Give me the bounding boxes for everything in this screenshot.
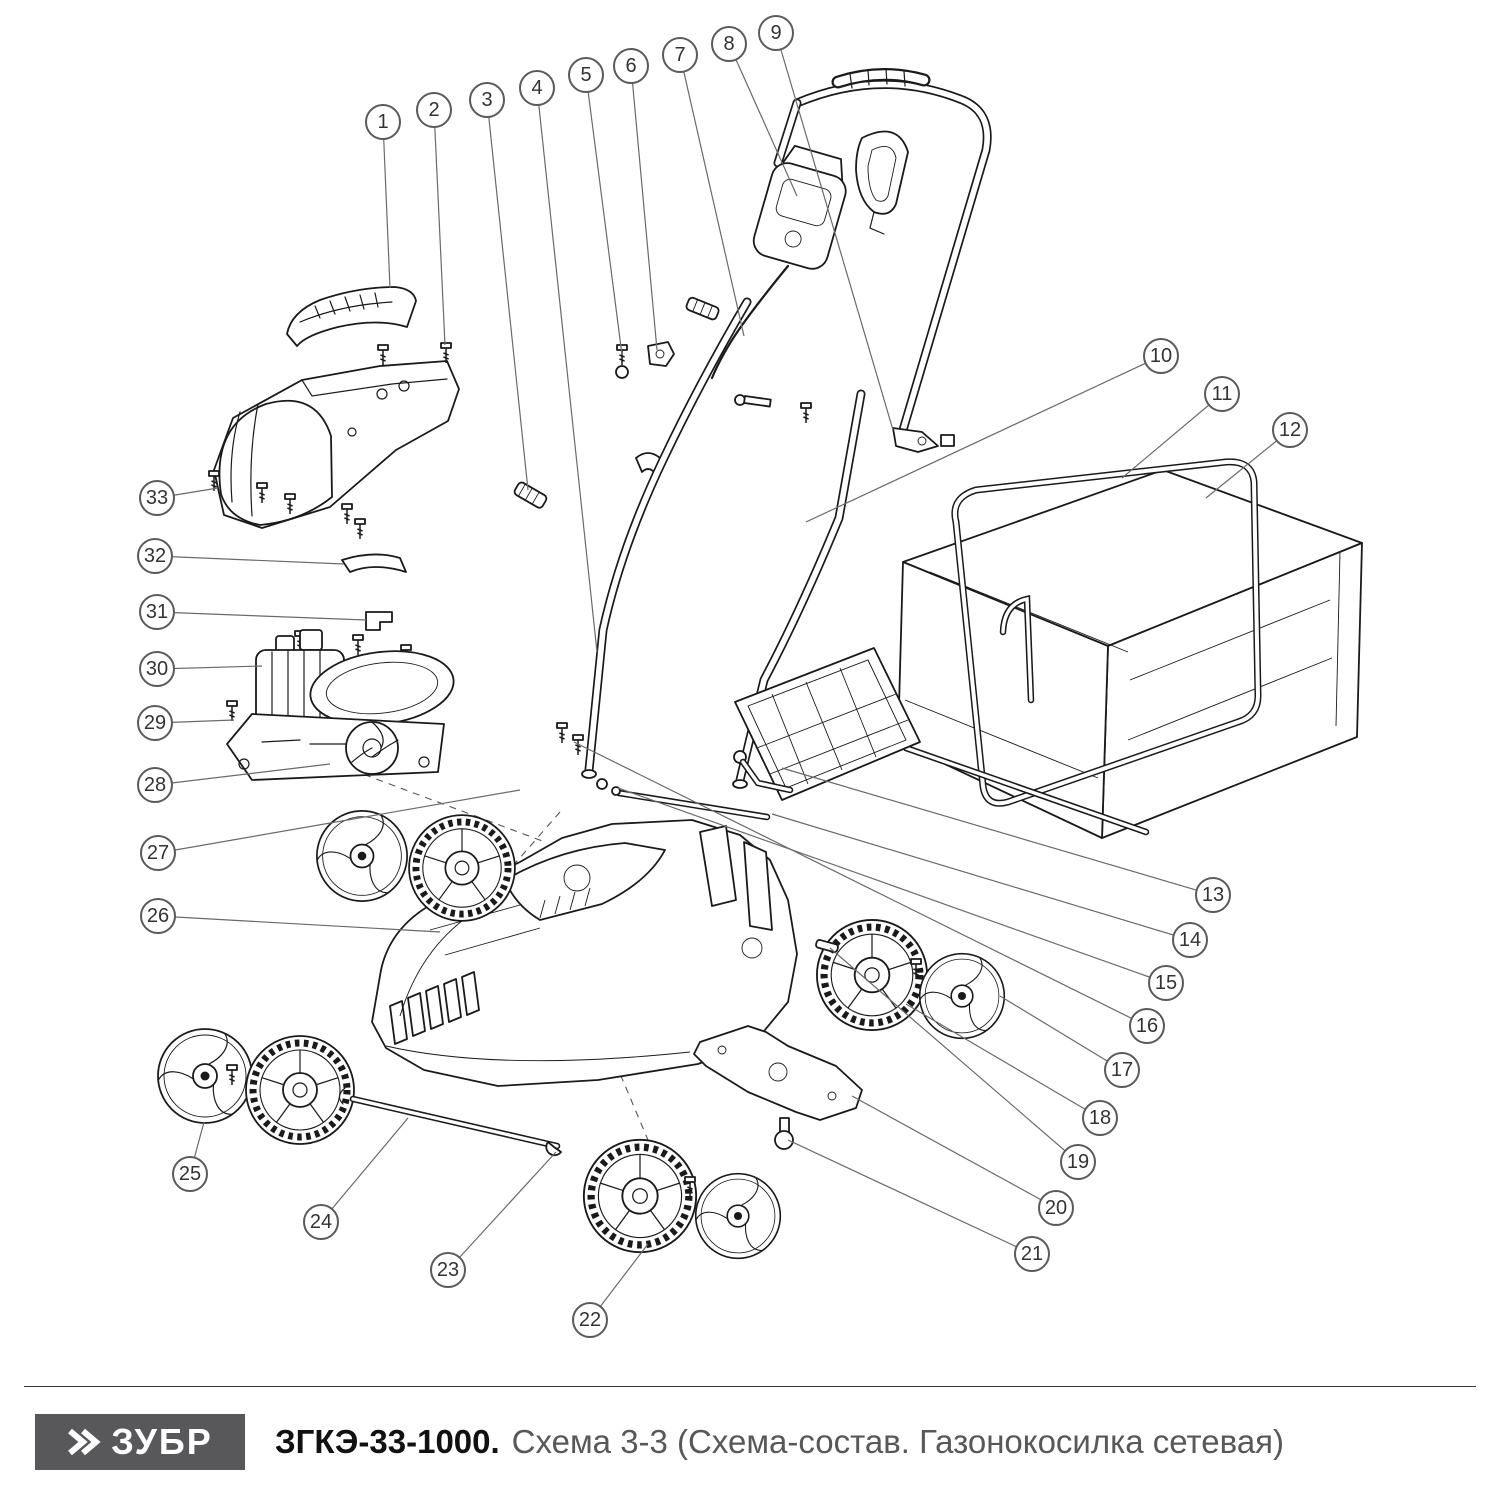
svg-text:32: 32 — [144, 545, 166, 567]
scheme-subtitle: Схема 3-3 (Схема-состав. Газонокосилка с… — [511, 1423, 1285, 1460]
zubr-logo: ЗУБР — [35, 1414, 245, 1470]
svg-text:12: 12 — [1279, 419, 1301, 441]
callout-31: 31 — [139, 594, 367, 630]
svg-text:5: 5 — [580, 64, 591, 86]
svg-text:9: 9 — [770, 22, 781, 44]
callout-29: 29 — [137, 705, 235, 741]
zubr-logo-icon — [68, 1428, 101, 1456]
callout-13: 13 — [781, 767, 1231, 913]
callout-19: 19 — [829, 947, 1096, 1180]
callout-5: 5 — [568, 57, 623, 356]
callout-25: 25 — [172, 1121, 208, 1192]
svg-text:31: 31 — [146, 601, 168, 623]
callout-14: 14 — [771, 813, 1208, 958]
callout-4: 4 — [519, 70, 598, 653]
svg-text:11: 11 — [1212, 383, 1233, 405]
callout-21: 21 — [787, 1139, 1050, 1272]
part-motor-cover — [208, 342, 460, 540]
svg-text:8: 8 — [723, 33, 734, 55]
svg-text:28: 28 — [144, 774, 166, 796]
svg-text:7: 7 — [674, 44, 685, 66]
callout-7: 7 — [662, 37, 745, 337]
svg-text:29: 29 — [144, 712, 166, 734]
part-cable-and-fittings — [513, 264, 812, 509]
part-rear-flap — [733, 647, 921, 801]
callout-8: 8 — [711, 26, 798, 197]
callout-24: 24 — [303, 1117, 409, 1240]
footer-divider — [24, 1386, 1476, 1387]
callout-11: 11 — [1121, 376, 1240, 479]
svg-text:10: 10 — [1150, 345, 1172, 367]
svg-text:21: 21 — [1021, 1243, 1043, 1265]
doc-title: ЗГКЭ-33-1000. Схема 3-3 (Схема-состав. Га… — [275, 1423, 1284, 1461]
part-upper-handlebar — [773, 68, 992, 453]
part-motor-assembly — [226, 629, 455, 781]
svg-text:20: 20 — [1045, 1197, 1067, 1219]
svg-text:16: 16 — [1136, 1015, 1158, 1037]
part-start-lever — [855, 130, 909, 235]
callout-23: 23 — [430, 1151, 557, 1288]
svg-text:33: 33 — [146, 487, 168, 509]
callout-12: 12 — [1205, 412, 1308, 499]
svg-text:24: 24 — [310, 1211, 332, 1233]
svg-text:1: 1 — [377, 111, 388, 133]
svg-text:4: 4 — [531, 77, 542, 99]
svg-text:18: 18 — [1089, 1107, 1111, 1129]
callout-22: 22 — [572, 1243, 649, 1338]
part-switch-box — [752, 145, 847, 270]
part-cable-clip — [341, 553, 407, 573]
callout-6: 6 — [613, 48, 658, 351]
part-blade — [693, 1025, 863, 1150]
svg-text:25: 25 — [179, 1163, 201, 1185]
svg-text:19: 19 — [1067, 1151, 1089, 1173]
model-number: ЗГКЭ-33-1000. — [275, 1423, 500, 1460]
svg-text:23: 23 — [437, 1259, 459, 1281]
svg-text:2: 2 — [428, 99, 439, 121]
svg-text:27: 27 — [147, 842, 169, 864]
svg-text:13: 13 — [1202, 884, 1224, 906]
part-lower-handle-tubes — [581, 297, 866, 789]
callout-10: 10 — [805, 338, 1179, 523]
callout-16: 16 — [573, 741, 1165, 1044]
callout-1: 1 — [365, 104, 401, 289]
callout-20: 20 — [851, 1095, 1074, 1226]
svg-text:26: 26 — [147, 905, 169, 927]
callout-17: 17 — [999, 995, 1140, 1088]
svg-text:30: 30 — [146, 658, 168, 680]
callout-9: 9 — [758, 15, 894, 431]
svg-text:22: 22 — [579, 1309, 601, 1331]
brand-text: ЗУБР — [111, 1421, 213, 1462]
part-bracket — [365, 611, 393, 631]
svg-text:15: 15 — [1155, 972, 1177, 994]
part-front-axle — [338, 939, 839, 1157]
callout-30: 30 — [139, 651, 263, 687]
svg-text:14: 14 — [1179, 929, 1201, 951]
callout-28: 28 — [137, 763, 331, 803]
callout-27: 27 — [140, 789, 521, 871]
part-box-lid-frame — [902, 458, 1262, 836]
svg-text:3: 3 — [481, 89, 492, 111]
callout-18: 18 — [905, 1003, 1118, 1136]
svg-text:17: 17 — [1111, 1059, 1133, 1081]
callout-32: 32 — [137, 538, 345, 574]
callout-33: 33 — [139, 480, 219, 516]
svg-text:6: 6 — [625, 55, 636, 77]
part-handle-grip — [286, 286, 417, 347]
callout-3: 3 — [469, 82, 529, 491]
callout-2: 2 — [416, 92, 452, 346]
callout-26: 26 — [140, 898, 441, 934]
callout-15: 15 — [617, 787, 1184, 1001]
